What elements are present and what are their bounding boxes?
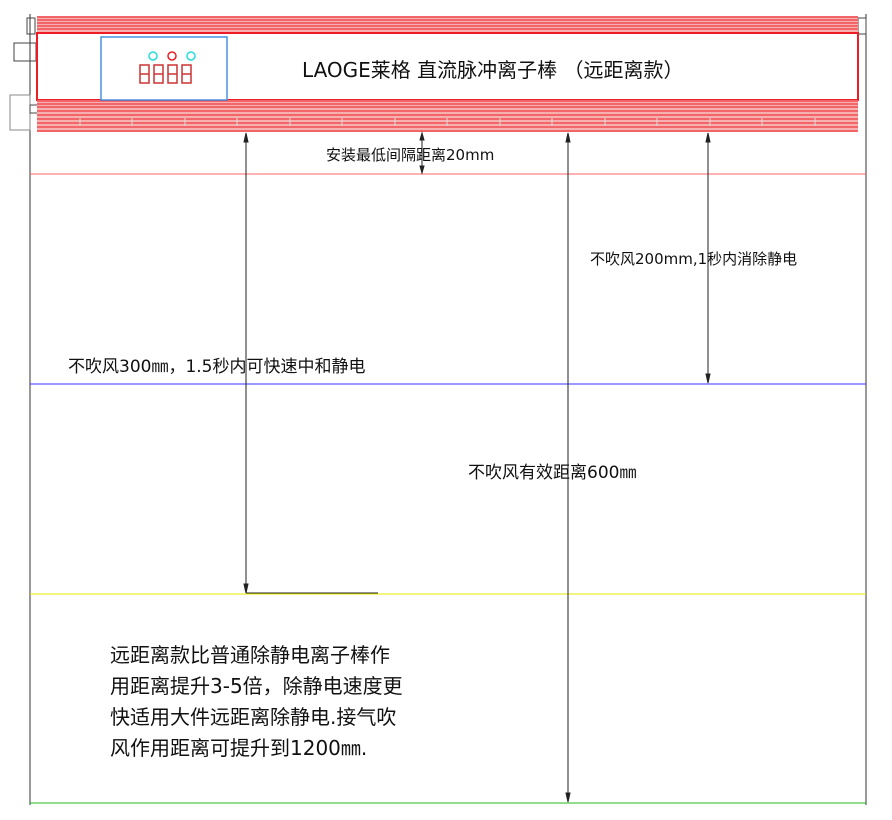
description-line: 快适用大件远距离除静电.接气吹: [110, 705, 397, 729]
seven-segment-display: [139, 64, 192, 84]
description-paragraph: 远距离款比普通除静电离子棒作 用距离提升3-5倍，除静电速度更 快适用大件远距离…: [110, 640, 403, 764]
dimension-arrow-600mm: [565, 132, 571, 803]
description-line: 用距离提升3-5倍，除静电速度更: [110, 674, 403, 698]
description-line: 远距离款比普通除静电离子棒作: [110, 643, 390, 667]
min-spacing-label: 安装最低间隔距离20mm: [326, 146, 495, 164]
dimension-arrow-300mm: [243, 132, 378, 594]
range-300mm-label: 不吹风300㎜，1.5秒内可快速中和静电: [68, 357, 366, 377]
description-line: 风作用距离可提升到1200㎜.: [110, 736, 368, 760]
dimension-arrow-20mm: [419, 131, 425, 175]
control-panel: [100, 36, 228, 101]
range-200mm-label: 不吹风200mm,1秒内消除静电: [590, 250, 798, 268]
indicator-led-icon: [148, 51, 158, 61]
range-600mm-label: 不吹风有效距离600㎜: [468, 463, 637, 483]
dimension-arrow-200mm: [705, 132, 711, 384]
indicator-led-icon: [186, 51, 196, 61]
indicator-led-icon: [167, 51, 177, 61]
right-end-cap: [857, 17, 867, 35]
emitter-pins: [79, 118, 816, 126]
product-title: LAOGE莱格 直流脉冲离子棒 （远距离款）: [302, 58, 684, 82]
